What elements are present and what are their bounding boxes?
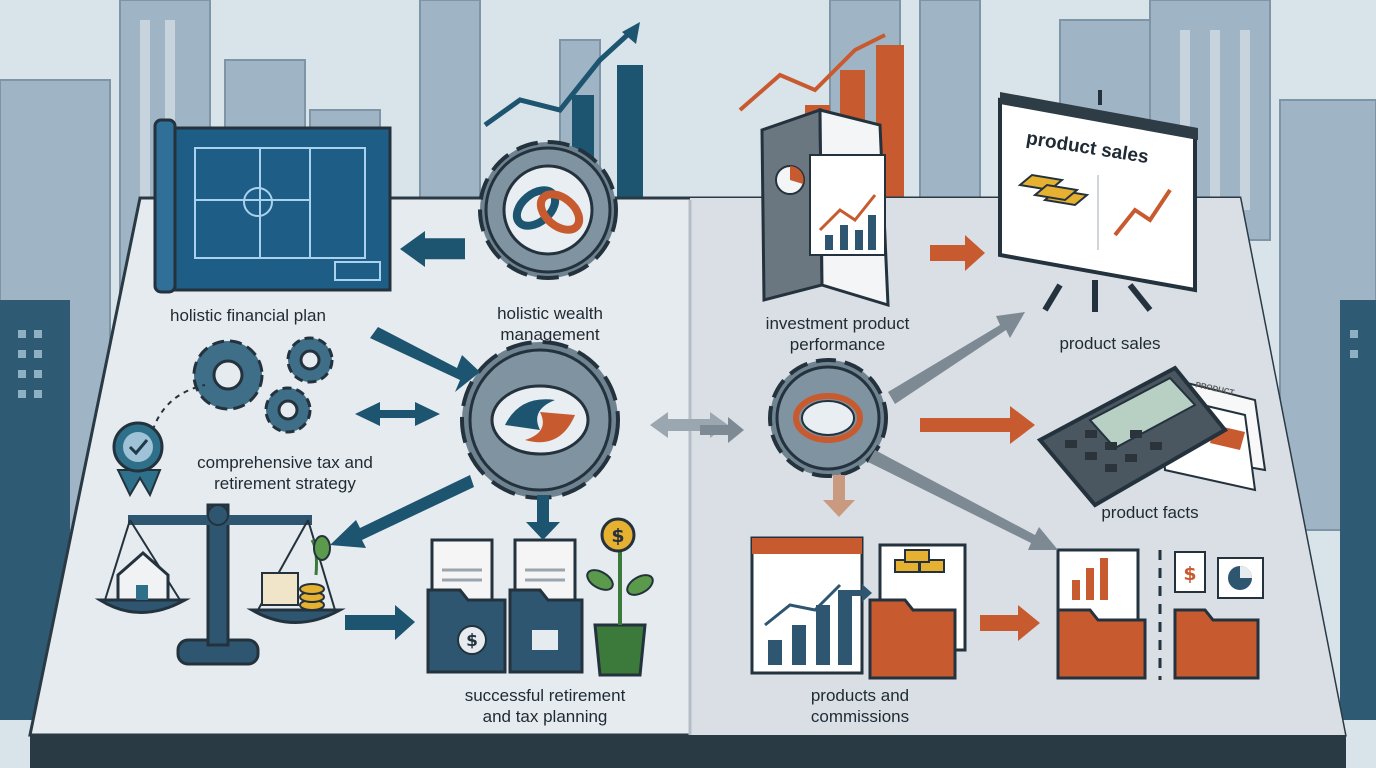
folder-dollar-symbol: $ (466, 631, 478, 651)
table-edge (30, 735, 1346, 768)
calculator-icon (1036, 365, 1267, 508)
dark-building-windows (18, 330, 1358, 398)
commission-mini-arrow (848, 584, 872, 602)
money-plant-icon: $ (586, 517, 654, 677)
gold-bars (1017, 173, 1090, 207)
right-flow-arrows (700, 235, 1058, 641)
label-holistic-financial-plan: holistic financial plan (170, 306, 326, 325)
label-investment-1: investment product (765, 314, 910, 333)
label-holistic-wealth-1: holistic wealth (497, 304, 603, 323)
report-folder-icon: $ (1056, 548, 1264, 680)
dollar-tag-symbol: $ (1183, 563, 1196, 585)
label-product-facts: product facts (1101, 503, 1199, 522)
presentation-easel-icon (998, 90, 1198, 312)
wealth-gear-icon (478, 140, 618, 280)
label-tax-strategy-2: retirement strategy (214, 474, 356, 493)
central-gear-icon (460, 340, 620, 500)
left-flow-arrows (330, 231, 560, 640)
label-commissions-2: commissions (810, 707, 910, 726)
gold-folder-icon (868, 543, 967, 680)
balance-scale-icon (94, 503, 346, 666)
document-folders-icon: $ (426, 538, 584, 674)
commission-chart-icon (750, 536, 864, 675)
coin-stack (299, 583, 325, 611)
right-gear-icon (768, 358, 888, 478)
small-gears-icon (192, 336, 334, 434)
label-successful-2: and tax planning (482, 707, 608, 726)
label-investment-2: performance (789, 335, 886, 354)
award-badge-icon (112, 421, 164, 498)
label-successful-1: successful retirement (464, 686, 626, 705)
label-tax-strategy-1: comprehensive tax and (197, 453, 373, 472)
label-product-sales: product sales (1059, 334, 1161, 353)
center-double-arrow (650, 412, 728, 438)
label-holistic-wealth-2: management (500, 325, 600, 344)
investment-brochure-icon (760, 107, 890, 308)
label-commissions-1: products and (810, 686, 910, 705)
coin-dollar-symbol: $ (611, 525, 624, 547)
blueprint-icon (153, 118, 392, 294)
